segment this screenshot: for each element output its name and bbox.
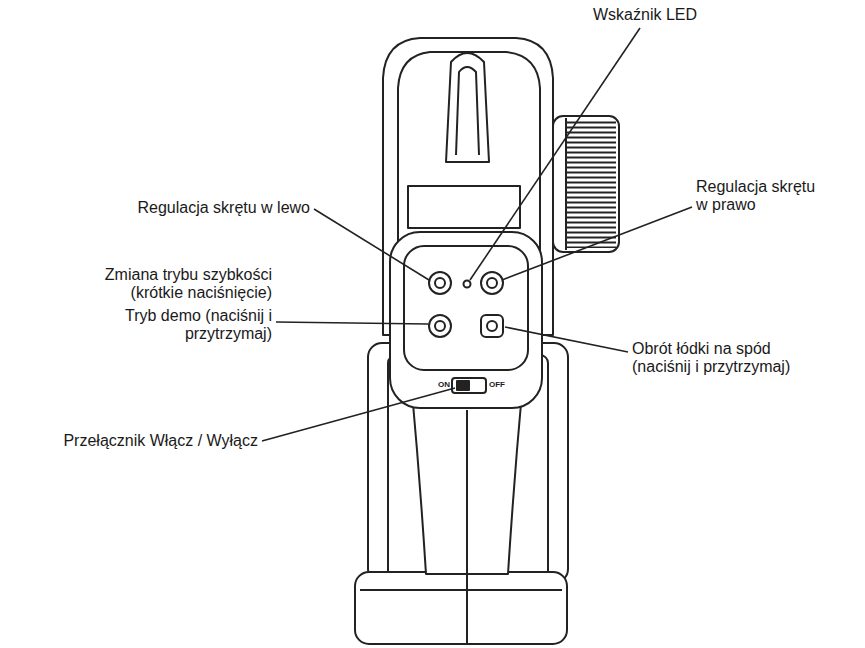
part-label: Obrót łódki na spód (naciśnij i przytrzy…: [632, 340, 832, 377]
led-indicator: [464, 281, 471, 288]
button-center: [487, 321, 497, 331]
trigger-base: [446, 161, 489, 163]
steering-wheel: [553, 116, 619, 252]
part-label: Przełącznik Włącz / Wyłącz: [63, 432, 258, 450]
button-center: [435, 278, 445, 288]
switch-marking: OFF: [489, 381, 505, 389]
part-label: Tryb demo (naciśnij i przytrzymaj): [107, 307, 272, 344]
speed-mode-button: [429, 315, 451, 337]
leader-line: [502, 207, 692, 280]
throttle-trigger: [446, 53, 489, 162]
part-label: Wskaźnik LED: [593, 6, 697, 24]
switch-marking: ON: [438, 381, 450, 389]
power-switch: [452, 378, 486, 393]
flip-button: [481, 315, 503, 337]
right-trim-button: [481, 272, 503, 294]
panel-housing: [390, 232, 542, 408]
part-label: Regulacja skrętu w prawo: [696, 178, 816, 215]
leader-line: [470, 28, 640, 280]
center-seam: [466, 410, 468, 644]
base-edge: [360, 589, 562, 591]
part-label: Zmiana trybu szybkości (krótkie naciśnię…: [72, 266, 272, 303]
wheel-knurl: [566, 120, 616, 248]
trigger-inner: [456, 67, 479, 155]
button-center: [435, 321, 445, 331]
part-label: Regulacja skrętu w lewo: [137, 199, 310, 217]
leader-line: [314, 209, 429, 280]
switch-knob: [457, 381, 469, 390]
button-panel: [404, 246, 528, 370]
leader-line: [505, 327, 628, 352]
leader-line: [262, 388, 455, 441]
left-trim-button: [429, 272, 451, 294]
display-window: [408, 186, 520, 228]
button-center: [487, 278, 497, 288]
leader-line: [276, 322, 428, 324]
base: [355, 572, 567, 644]
